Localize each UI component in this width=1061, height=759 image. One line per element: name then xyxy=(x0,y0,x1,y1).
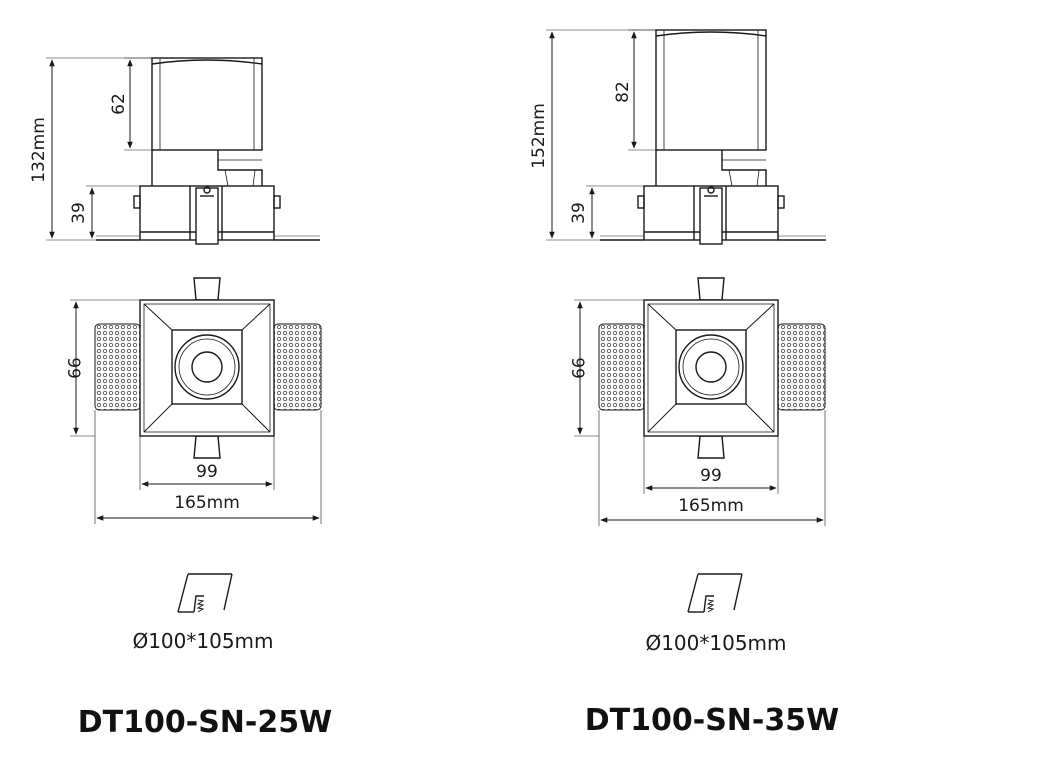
top-dimensions xyxy=(70,299,322,524)
side-view xyxy=(96,57,320,245)
product-panel-1: 132mm 62 39 xyxy=(29,57,332,740)
bottom-height-label: 39 xyxy=(569,202,589,224)
top-view xyxy=(94,277,322,459)
total-height-label: 132mm xyxy=(29,117,49,183)
cutout-hole-icon xyxy=(177,573,233,613)
total-height-label: 152mm xyxy=(529,103,549,169)
product-panel-2: 152mm 82 39 xyxy=(529,29,839,738)
model-name: DT100-SN-25W xyxy=(78,705,332,740)
cutout-hole-icon xyxy=(687,573,743,613)
side-width-label: 99 xyxy=(63,357,83,379)
top-height-label: 62 xyxy=(109,93,129,115)
overall-width-label: 165mm xyxy=(678,496,744,516)
side-width-label: 99 xyxy=(567,357,587,379)
front-width-label: 99 xyxy=(196,462,218,482)
front-width-label: 99 xyxy=(700,466,722,486)
overall-width-label: 165mm xyxy=(174,493,240,513)
side-dimensions xyxy=(546,29,656,241)
top-height-label: 82 xyxy=(613,81,633,103)
top-view xyxy=(598,277,826,459)
bottom-height-label: 39 xyxy=(69,202,89,224)
side-dimensions xyxy=(46,57,152,241)
side-view xyxy=(600,29,826,245)
cutout-size-label: Ø100*105mm xyxy=(645,631,786,655)
cutout-size-label: Ø100*105mm xyxy=(132,629,273,653)
model-name: DT100-SN-35W xyxy=(585,703,839,738)
top-dimensions xyxy=(574,299,826,526)
